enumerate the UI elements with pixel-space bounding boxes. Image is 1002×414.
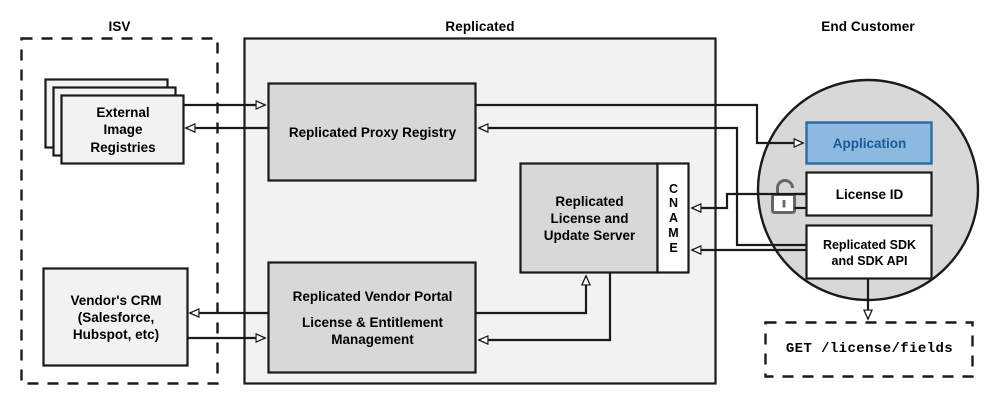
edge-license-server-to-portal [479, 272, 612, 340]
external-registries-box[interactable] [60, 94, 185, 165]
lane-title-replicated: Replicated [445, 19, 515, 34]
edge-proxy-to-application [475, 103, 804, 143]
license-update-server-box[interactable] [519, 162, 659, 274]
license-id-box[interactable] [805, 171, 933, 217]
lane-title-end-customer: End Customer [821, 19, 915, 34]
edge-portal-to-license-server [475, 276, 587, 315]
lane-isv-boundary [20, 37, 219, 385]
vendor-crm-box[interactable] [42, 267, 189, 367]
application-box[interactable] [805, 121, 933, 165]
cname-letter-c: C [668, 181, 679, 196]
lane-title-isv: ISV [108, 19, 131, 34]
cname-letter-m: M [668, 225, 679, 240]
cname-box[interactable] [656, 162, 690, 274]
cname-letter-a: A [668, 211, 679, 226]
sdk-box[interactable] [805, 224, 933, 280]
proxy-registry-box[interactable] [267, 82, 477, 182]
cname-label: C N A M E [658, 164, 689, 273]
cname-letter-n: N [668, 196, 679, 211]
api-call-box [764, 321, 974, 378]
cname-letter-e: E [669, 240, 678, 255]
vendor-portal-box[interactable] [267, 261, 477, 374]
edge-customer-to-proxy [479, 128, 807, 247]
edge-license-id-to-cname [692, 192, 807, 208]
